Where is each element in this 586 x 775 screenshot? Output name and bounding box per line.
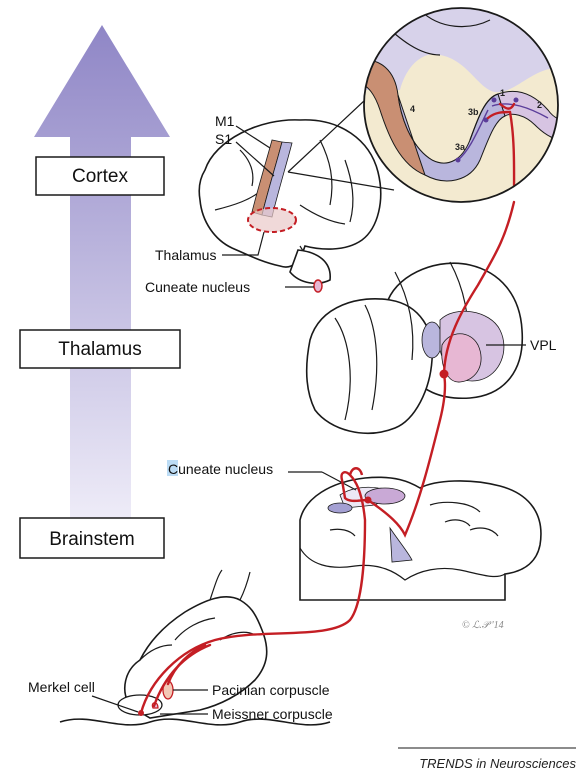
label-s1: S1 xyxy=(215,131,232,147)
area-label-1: 1 xyxy=(500,88,505,98)
level-box-brainstem: Brainstem xyxy=(19,517,165,559)
area-label-4: 4 xyxy=(410,104,415,114)
label-cuneate-nucleus-brain: Cuneate nucleus xyxy=(145,279,250,295)
label-m1: M1 xyxy=(215,113,235,129)
label-vpl: VPL xyxy=(530,337,557,353)
brain-illustration xyxy=(198,119,382,293)
thalamus-illustration xyxy=(305,261,524,434)
area-label-3b: 3b xyxy=(468,107,479,117)
cuneate-region xyxy=(364,487,406,505)
level-label-thalamus: Thalamus xyxy=(58,339,141,360)
cortex-magnification: 4 3a 3b 1 2 xyxy=(363,7,559,203)
area-2-region xyxy=(497,90,558,141)
label-cuneate-nucleus-cord: Cuneate nucleus xyxy=(168,461,273,477)
nerve-pathway xyxy=(139,200,516,715)
label-pacinian-corpuscle: Pacinian corpuscle xyxy=(212,682,330,698)
level-box-cortex: Cortex xyxy=(35,156,165,196)
hand-illustration xyxy=(59,569,331,726)
level-box-thalamus: Thalamus xyxy=(19,329,181,369)
area-label-2: 2 xyxy=(537,100,542,110)
area-label-3a: 3a xyxy=(455,142,466,152)
label-meissner-corpuscle: Meissner corpuscle xyxy=(212,706,333,722)
hierarchy-arrow: Cortex Thalamus Brainstem xyxy=(19,25,181,559)
label-merkel-cell: Merkel cell xyxy=(28,679,95,695)
artist-signature: © ℒ.𝒫 '14 xyxy=(462,620,504,631)
cuneate-marker-brain xyxy=(313,279,323,293)
thalamus-region xyxy=(247,207,297,233)
level-label-brainstem: Brainstem xyxy=(49,529,135,550)
footer-credit: TRENDS in Neurosciences xyxy=(419,756,576,771)
level-label-cortex: Cortex xyxy=(72,166,128,187)
label-thalamus: Thalamus xyxy=(155,247,216,263)
